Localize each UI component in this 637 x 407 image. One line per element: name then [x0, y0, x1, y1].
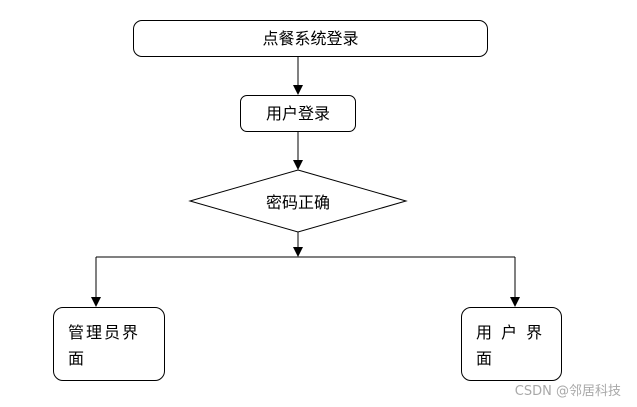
decision-label: 密码正确	[265, 193, 330, 212]
user-ui-node-label: 用 户 界 面	[476, 323, 545, 368]
user-login-node-label: 用户登录	[265, 103, 330, 123]
title-node-label: 点餐系统登录	[262, 28, 359, 48]
watermark: CSDN @邻居科技	[514, 384, 621, 399]
admin-ui-node-label: 管理员界面	[68, 323, 141, 368]
user-login-node: 用户登录	[240, 95, 356, 132]
admin-ui-node: 管理员界面	[53, 307, 165, 381]
user-ui-node: 用 户 界 面	[461, 307, 562, 381]
title-node: 点餐系统登录	[133, 20, 488, 57]
